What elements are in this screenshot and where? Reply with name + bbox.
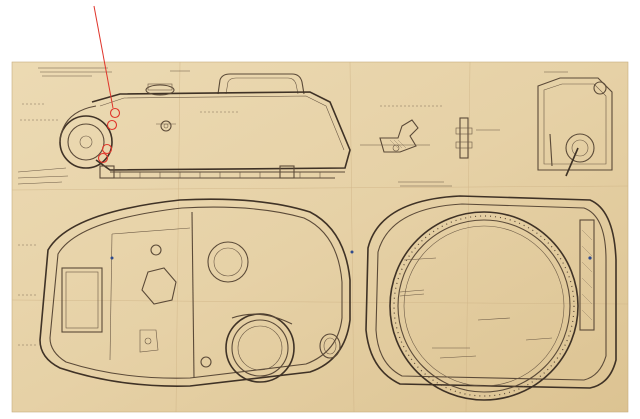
blueprint-paper [11, 61, 629, 413]
hull-top-plan [18, 198, 354, 387]
hull-side-elevation [17, 5, 444, 185]
turret-ring-plan [365, 181, 617, 401]
highlight-arrow [93, 5, 114, 109]
paper-folds [11, 61, 629, 413]
title-notes-left [38, 67, 190, 77]
highlight-marks [97, 107, 121, 164]
turret-outline [217, 73, 305, 95]
detail-views [360, 71, 613, 177]
